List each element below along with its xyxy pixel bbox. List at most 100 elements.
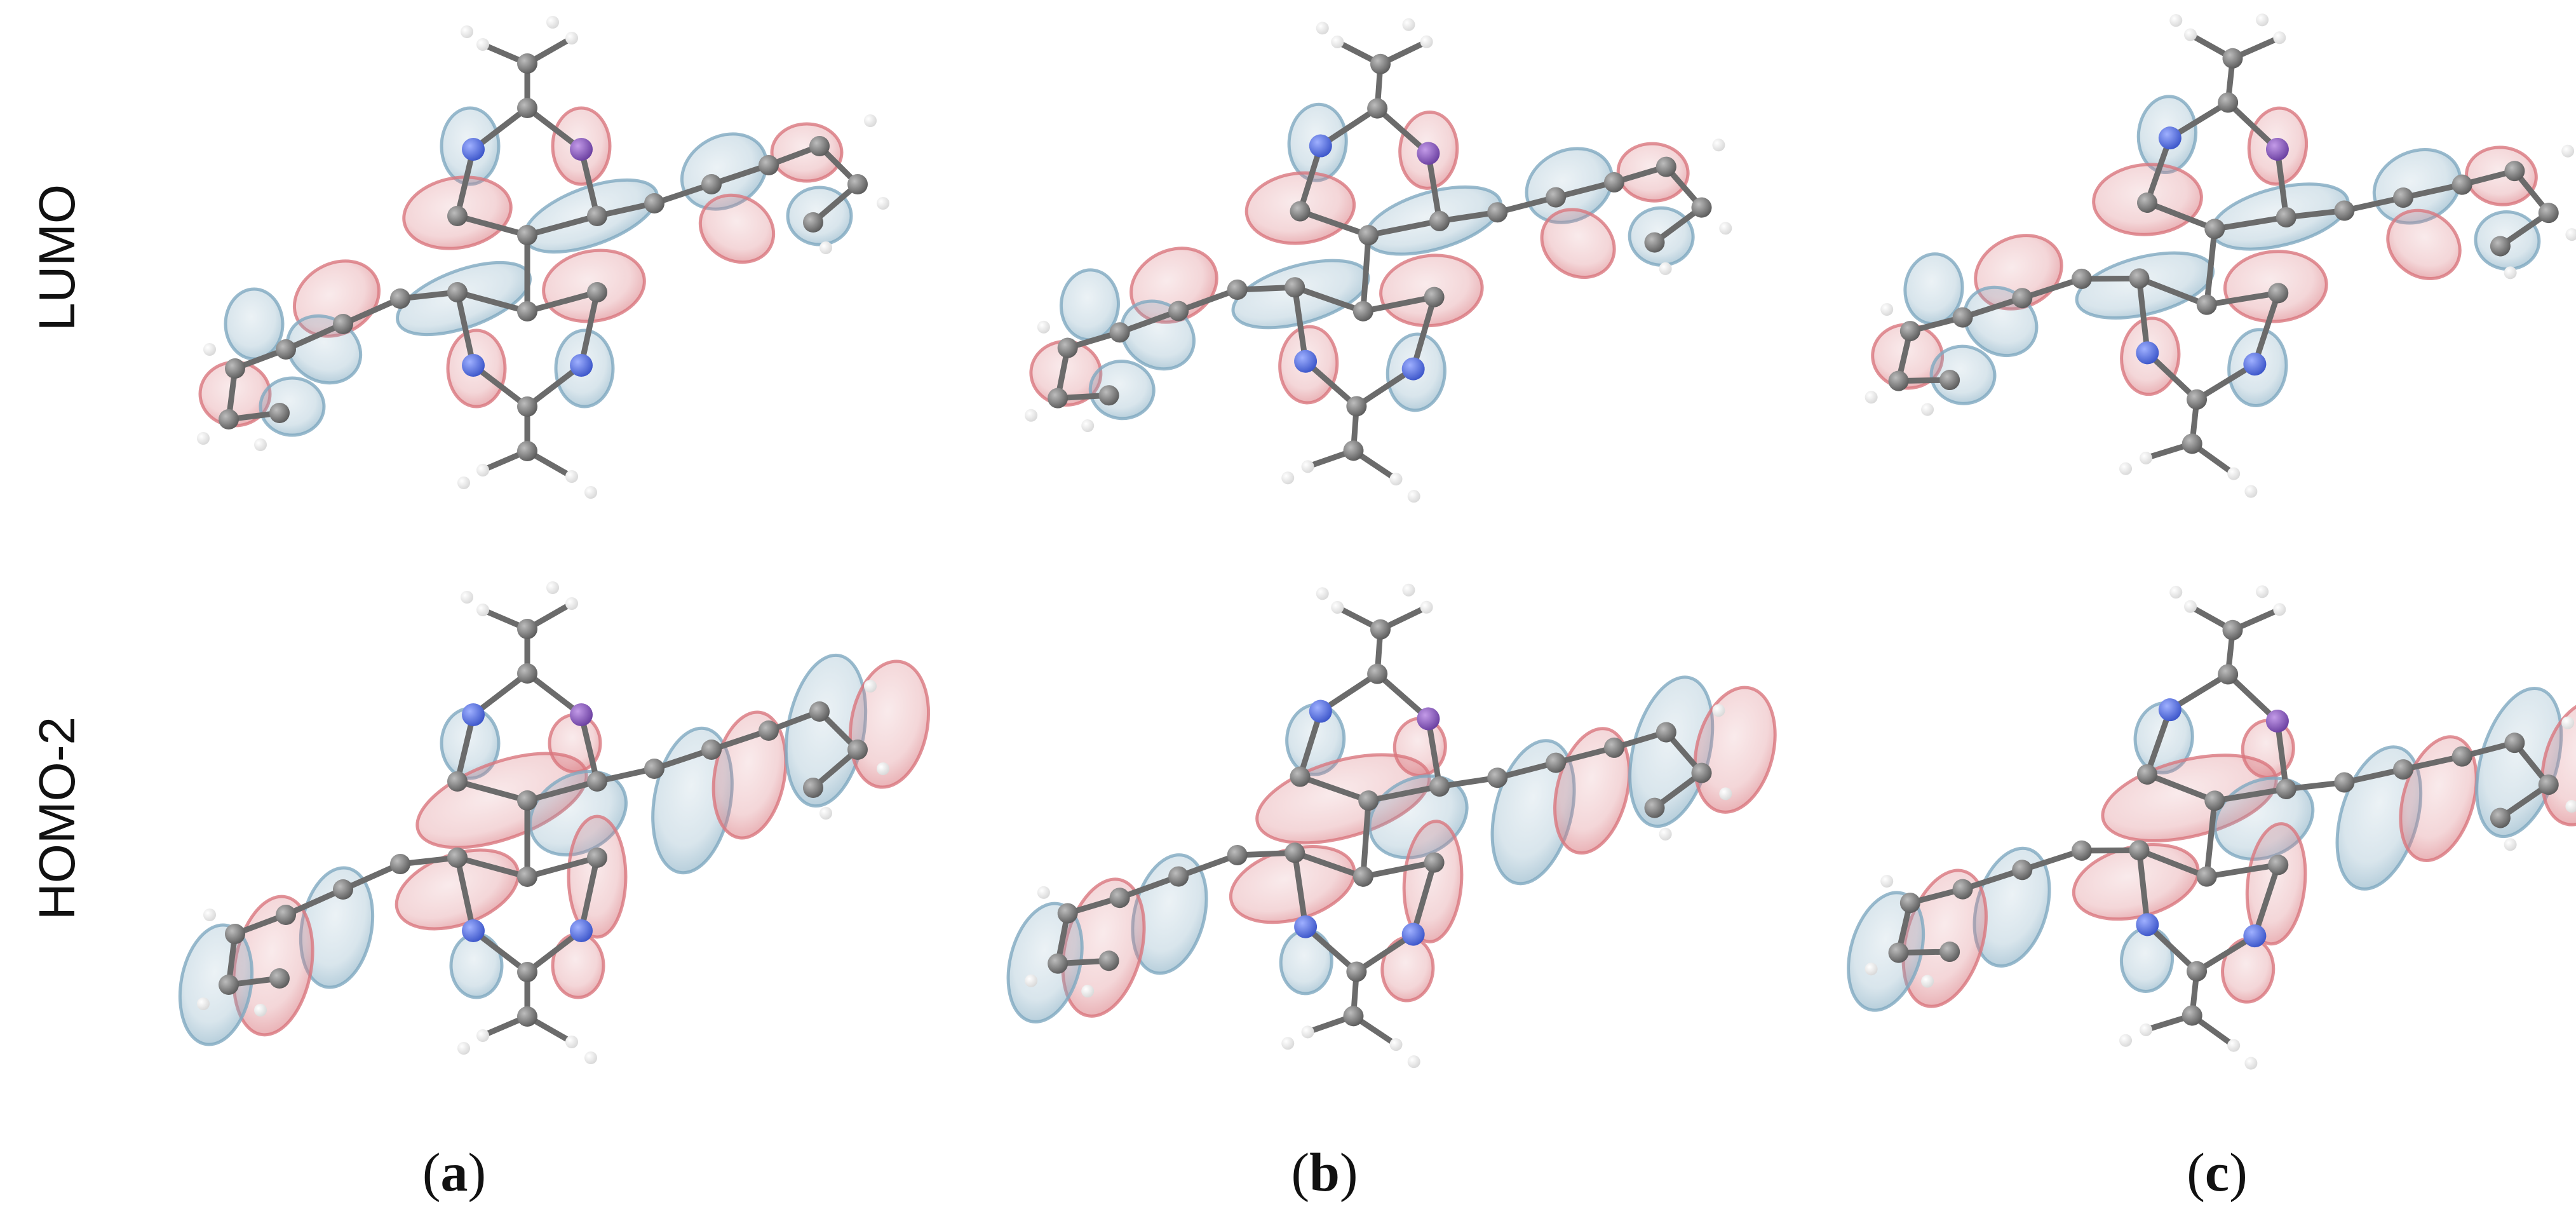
carbon-atom [2276,778,2296,799]
carbon-atom [269,968,290,989]
carbon-atom [587,206,607,226]
carbon-atom [2334,772,2355,793]
hydrogen-atom [584,1051,597,1064]
carbon-atom [2137,764,2158,785]
iodine-atom [2265,137,2289,161]
bond [578,855,600,934]
molecule-panel-5 [1006,583,1777,1069]
carbon-atom [276,905,296,925]
molecule-panel-4 [178,581,931,1064]
hydrogen-atom [2565,228,2576,241]
carbon-atom [847,740,868,760]
carbon-atom [1939,370,1960,391]
hydrogen-atom [476,1029,489,1042]
carbon-atom [644,193,664,213]
orbital-lobe [1693,686,1777,814]
carbon-atom [2504,733,2525,753]
carbon-atom [1888,370,1909,391]
carbon-atom [1358,225,1379,246]
orbital-lobe [2540,699,2576,827]
bond [1297,774,1372,804]
carbon-atom [1285,277,1305,298]
hydrogen-atom [2565,800,2576,813]
carbon-atom [2071,840,2092,861]
iodine-atom [1417,707,1440,731]
carbon-atom [2268,283,2289,304]
carbon-atom [1691,197,1712,218]
hydrogen-atom [1719,787,1732,801]
hydrogen-atom [546,581,559,594]
hydrogen-atom [2256,585,2269,598]
carbon-atom [1603,737,1624,758]
hydrogen-atom [1331,35,1344,48]
hydrogen-atom [476,464,489,476]
hydrogen-atom [1659,262,1672,275]
bond [340,295,403,327]
molecule-panel-6 [1847,585,2576,1070]
carbon-atom [809,136,830,156]
carbon-atom [2196,866,2217,887]
bond [524,855,600,880]
carbon-atom [333,314,353,334]
hydrogen-atom [1712,138,1725,152]
hydrogen-atom [2119,462,2133,475]
bond [2136,275,2150,356]
bond [2144,771,2218,804]
bond [454,855,530,880]
carbon-atom [1424,852,1445,873]
carbon-atom [2490,807,2511,828]
bond [1291,284,1366,314]
carbon-atom [1656,722,1676,743]
bond [1360,294,1438,314]
hydrogen-atom [1301,460,1314,473]
orbital-lobe [1279,928,1333,996]
carbon-atom [2451,746,2472,767]
hydrogen-atom [1037,886,1050,899]
carbon-atom [517,867,537,887]
hydrogen-atom [565,1036,578,1048]
hydrogen-atom [1659,827,1672,841]
carbon-atom [2012,288,2033,309]
carbon-atom [1227,844,1248,865]
hydrogen-atom [2273,603,2286,616]
hydrogen-atom [819,241,832,254]
carbon-atom [2012,860,2033,881]
carbon-atom [809,701,830,722]
carbon-atom [2182,433,2202,454]
hydrogen-atom [2169,14,2183,27]
bond [2204,226,2218,308]
bond [1360,232,1372,314]
bond [454,778,530,804]
bond [1291,849,1309,930]
carbon-atom [2451,174,2472,195]
bond [1117,308,1182,335]
bond [524,778,600,804]
molecule-panel-2 [1025,18,1732,503]
hydrogen-atom [2184,600,2197,613]
carbon-atom [1370,53,1391,74]
hydrogen-atom [2561,716,2575,729]
bond [1175,287,1241,314]
carbon-atom [517,1006,537,1027]
carbon-atom [1487,767,1508,788]
carbon-atom [333,879,353,900]
hydrogen-atom [1921,403,1934,416]
bond [2204,797,2218,880]
bond [1360,797,1372,880]
carbon-atom [2204,790,2225,811]
hydrogen-atom [584,486,597,499]
carbon-atom [219,409,239,429]
bond [2204,290,2281,308]
hydrogen-atom [1316,22,1329,35]
bond [283,886,346,918]
carbon-atom [447,206,468,226]
carbon-atom [587,282,607,302]
hydrogen-atom [457,476,470,489]
carbon-atom [587,848,607,868]
bond [2144,199,2218,232]
bond [524,213,600,238]
bond [2019,276,2085,301]
carbon-atom [2187,961,2208,982]
